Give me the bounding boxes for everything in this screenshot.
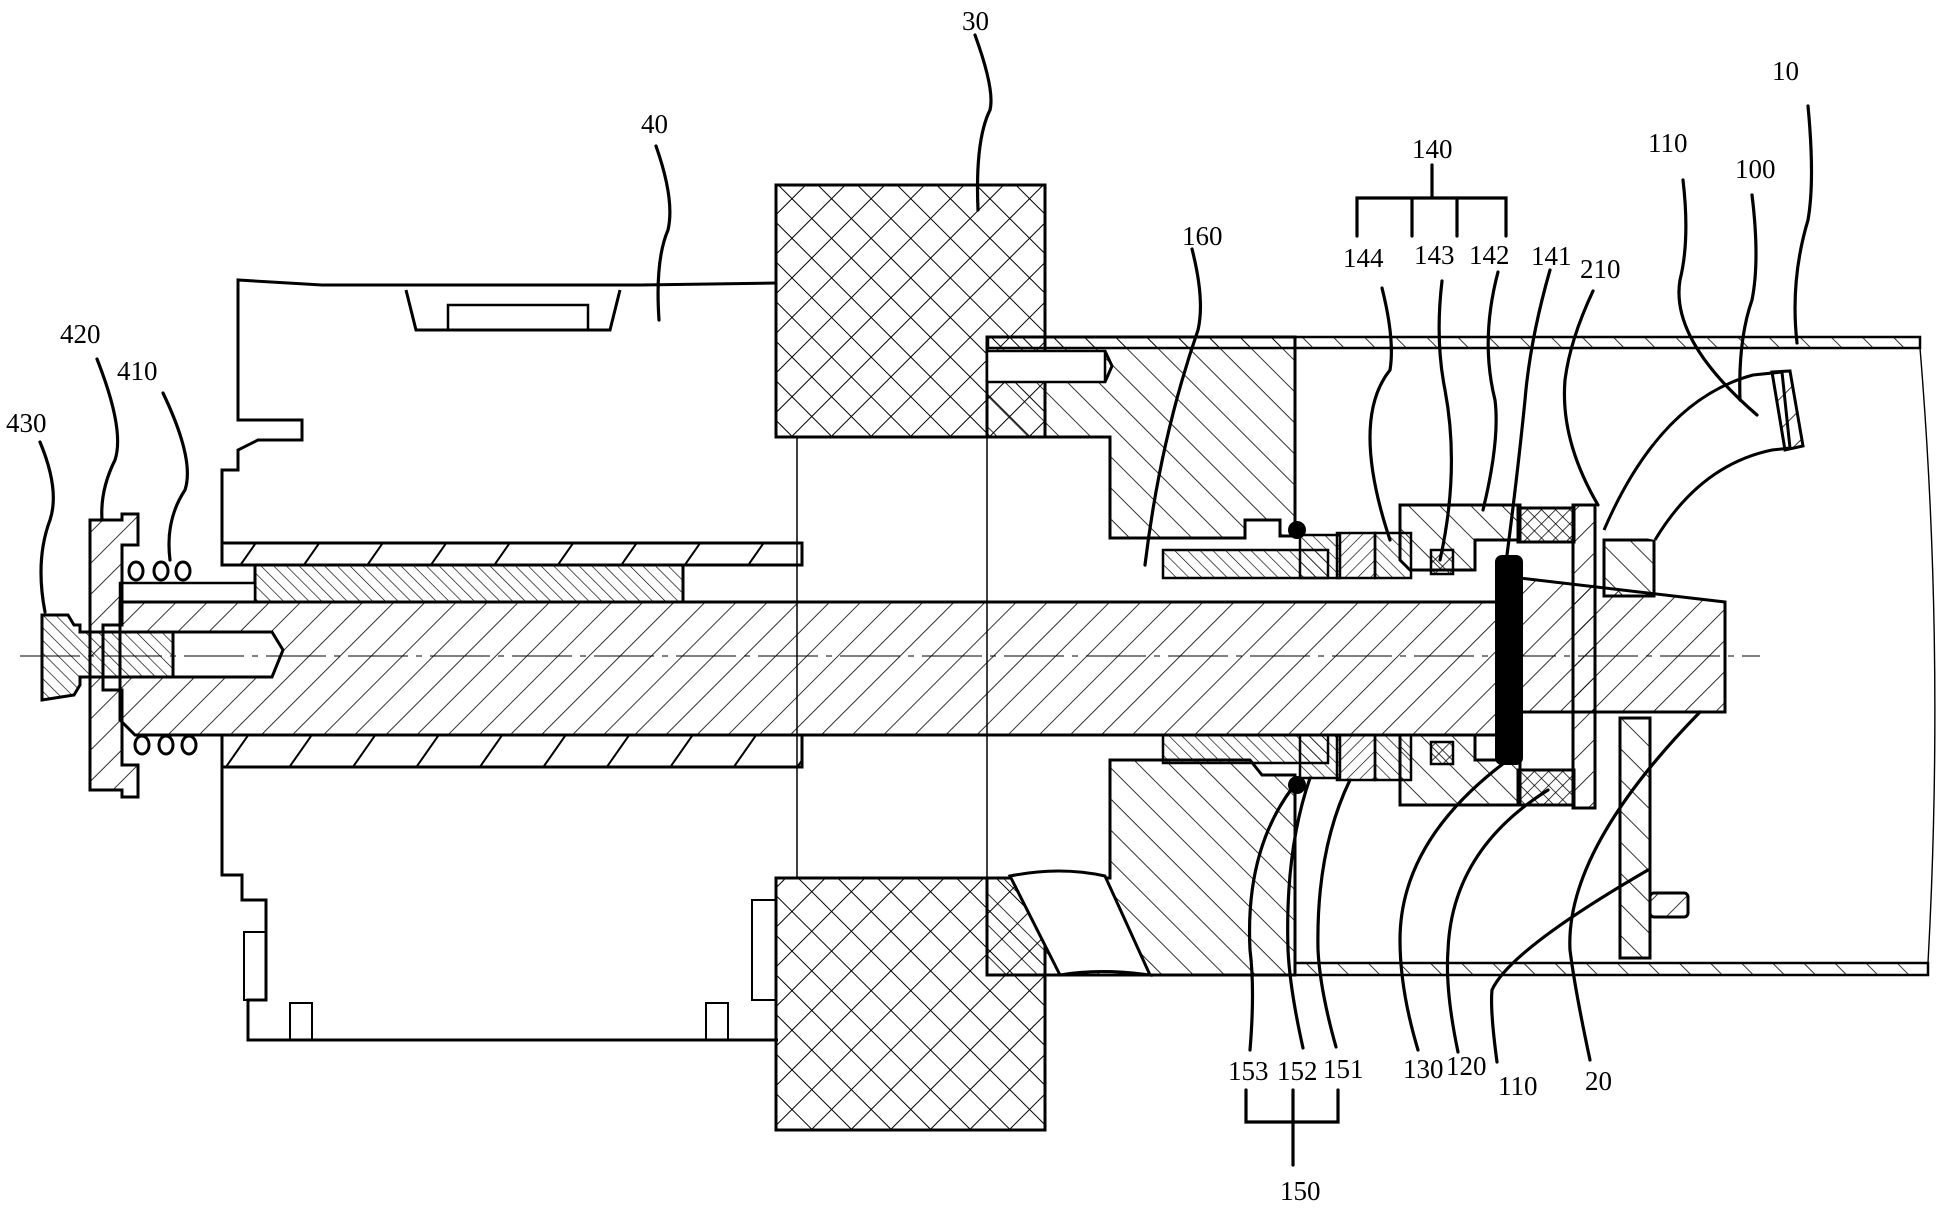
label-210: 210 <box>1580 254 1621 284</box>
label-153: 153 <box>1228 1056 1269 1086</box>
hub-upper <box>1602 538 1656 598</box>
housing-foot-right <box>705 1002 729 1041</box>
pin-130 <box>1495 555 1523 765</box>
label-160: 160 <box>1182 221 1223 251</box>
leader-120 <box>1445 788 1550 1054</box>
blade-upper <box>1602 370 1792 541</box>
housing-lower-outline <box>220 760 778 1042</box>
label-110-bottom: 110 <box>1498 1071 1538 1101</box>
body-upper-half <box>985 335 1297 540</box>
leader-152 <box>1286 776 1312 1050</box>
label-152: 152 <box>1277 1056 1318 1086</box>
pipe-end-outline <box>1919 347 1936 964</box>
label-141: 141 <box>1531 241 1572 271</box>
spring-coil <box>133 734 151 756</box>
housing-clip-right <box>751 899 777 1001</box>
cap-420 <box>88 512 140 799</box>
inner-bushing <box>253 563 685 604</box>
spring-coil <box>127 560 145 582</box>
leader-30 <box>973 33 993 212</box>
spring-coil <box>180 734 198 756</box>
pipe-bottom-wall <box>1293 961 1930 977</box>
body-upper-bore <box>985 349 1107 384</box>
label-143: 143 <box>1414 240 1455 270</box>
label-420: 420 <box>60 319 101 349</box>
bracket-150-lines <box>1244 1088 1340 1167</box>
seal-152-upper <box>1298 533 1342 580</box>
leader-141 <box>1505 268 1552 557</box>
label-142: 142 <box>1469 240 1510 270</box>
seal-151-upper-a <box>1335 531 1377 580</box>
housing-foot-left <box>289 1002 313 1041</box>
leader-lines <box>38 33 1814 1064</box>
seal-152-lower <box>1298 733 1342 780</box>
lower-blade <box>1007 869 1153 977</box>
sleeve-upper <box>220 541 804 567</box>
leader-153 <box>1247 785 1295 1052</box>
label-140: 140 <box>1412 134 1453 164</box>
seal-120-upper <box>1516 506 1576 544</box>
leader-160 <box>1143 247 1203 567</box>
seal-151-lower-a <box>1335 733 1377 782</box>
label-100: 100 <box>1735 154 1776 184</box>
leader-10 <box>1793 104 1814 345</box>
body-housing <box>985 335 1297 977</box>
label-40: 40 <box>641 109 668 139</box>
leader-144 <box>1368 286 1393 542</box>
spring-410 <box>127 560 198 756</box>
leader-210 <box>1562 289 1600 507</box>
label-30: 30 <box>962 6 989 36</box>
impeller-110 <box>1602 369 1805 960</box>
part-labels: 30 40 420 410 430 160 140 144 143 142 14… <box>6 6 1799 1206</box>
housing-upper-outline <box>220 278 777 550</box>
label-151: 151 <box>1323 1054 1364 1084</box>
label-150: 150 <box>1280 1176 1321 1206</box>
label-120: 120 <box>1446 1051 1487 1081</box>
leader-410 <box>161 391 189 562</box>
oring-153-upper <box>1288 521 1306 539</box>
blade-tip <box>1770 369 1805 452</box>
end-assembly-400 <box>40 512 198 799</box>
oring-143-lower <box>1429 740 1455 766</box>
label-20: 20 <box>1585 1066 1612 1096</box>
leader-143 <box>1437 279 1454 562</box>
leader-20 <box>1568 710 1702 1062</box>
bushing-gap <box>118 581 257 604</box>
pipe-10 <box>986 335 1936 977</box>
housing-40 <box>220 278 798 1042</box>
pin-lower <box>1648 891 1690 919</box>
seal-120-lower <box>1516 768 1576 807</box>
bracket-140 <box>1355 163 1508 238</box>
spring-coil <box>157 734 175 756</box>
label-430: 430 <box>6 408 47 438</box>
leader-110-bottom <box>1489 868 1650 1064</box>
leader-420 <box>95 357 120 522</box>
leader-151 <box>1316 778 1352 1049</box>
label-130: 130 <box>1403 1054 1444 1084</box>
seal-assembly-140 <box>1398 503 1597 810</box>
spring-coil <box>152 560 170 582</box>
leader-110-top <box>1677 178 1759 417</box>
housing-upper-pocket-inner <box>446 303 590 332</box>
leader-100 <box>1738 193 1758 402</box>
seal-assembly-150 <box>1161 521 1413 794</box>
sleeve-lower <box>220 733 804 769</box>
hub-lower <box>1618 716 1652 960</box>
leader-40 <box>654 144 672 322</box>
leader-130 <box>1398 758 1510 1052</box>
label-110-top: 110 <box>1648 128 1688 158</box>
bracket-140-lines <box>1355 163 1508 238</box>
spring-coil <box>174 560 192 582</box>
label-144: 144 <box>1343 243 1384 273</box>
leader-142 <box>1481 270 1500 512</box>
bore-tip <box>1103 350 1114 383</box>
screw-430 <box>40 613 175 702</box>
bracket-150 <box>1244 1088 1340 1167</box>
leader-430 <box>38 440 55 614</box>
label-410: 410 <box>117 356 158 386</box>
housing-clip-left <box>243 931 267 1001</box>
label-10: 10 <box>1772 56 1799 86</box>
